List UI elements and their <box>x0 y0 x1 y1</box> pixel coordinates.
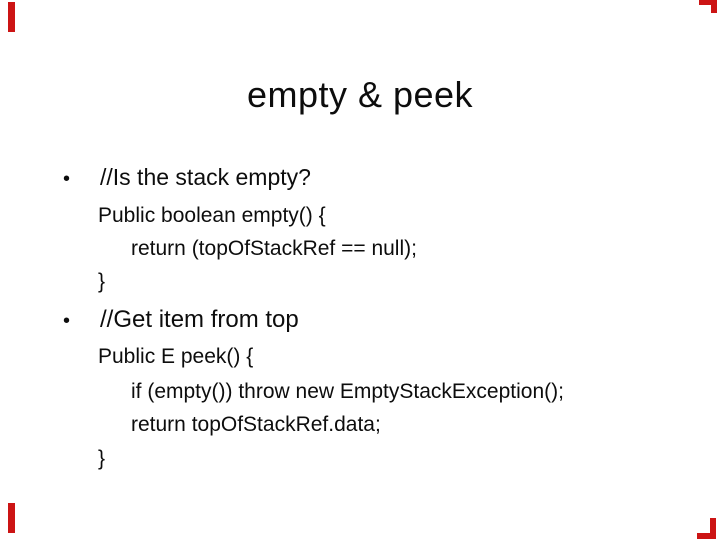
corner-mark-top-left <box>8 2 15 32</box>
bullet-marker: • <box>63 168 71 190</box>
bullet-item-peek: • //Get item from top <box>63 304 299 337</box>
code-line: } <box>98 447 106 470</box>
bullet-comment: //Get item from top <box>100 306 299 333</box>
code-line: } <box>98 270 106 293</box>
code-line: return topOfStackRef.data; <box>131 413 381 436</box>
corner-mark-top-right <box>699 0 717 5</box>
code-line: Public E peek() { <box>98 345 254 368</box>
slide-title: empty & peek <box>246 74 474 115</box>
corner-mark-bottom-right <box>710 518 716 539</box>
corner-mark-bottom-right <box>697 533 716 539</box>
bullet-marker: • <box>63 310 71 332</box>
code-line: Public boolean empty() { <box>98 204 326 227</box>
code-line: return (topOfStackRef == null); <box>131 237 417 260</box>
bullet-comment: //Is the stack empty? <box>100 164 311 190</box>
corner-mark-bottom-left <box>8 503 15 533</box>
bullet-item-empty: • //Is the stack empty? <box>63 162 311 194</box>
code-line: if (empty()) throw new EmptyStackExcepti… <box>131 380 564 403</box>
corner-mark-top-right <box>711 0 717 13</box>
